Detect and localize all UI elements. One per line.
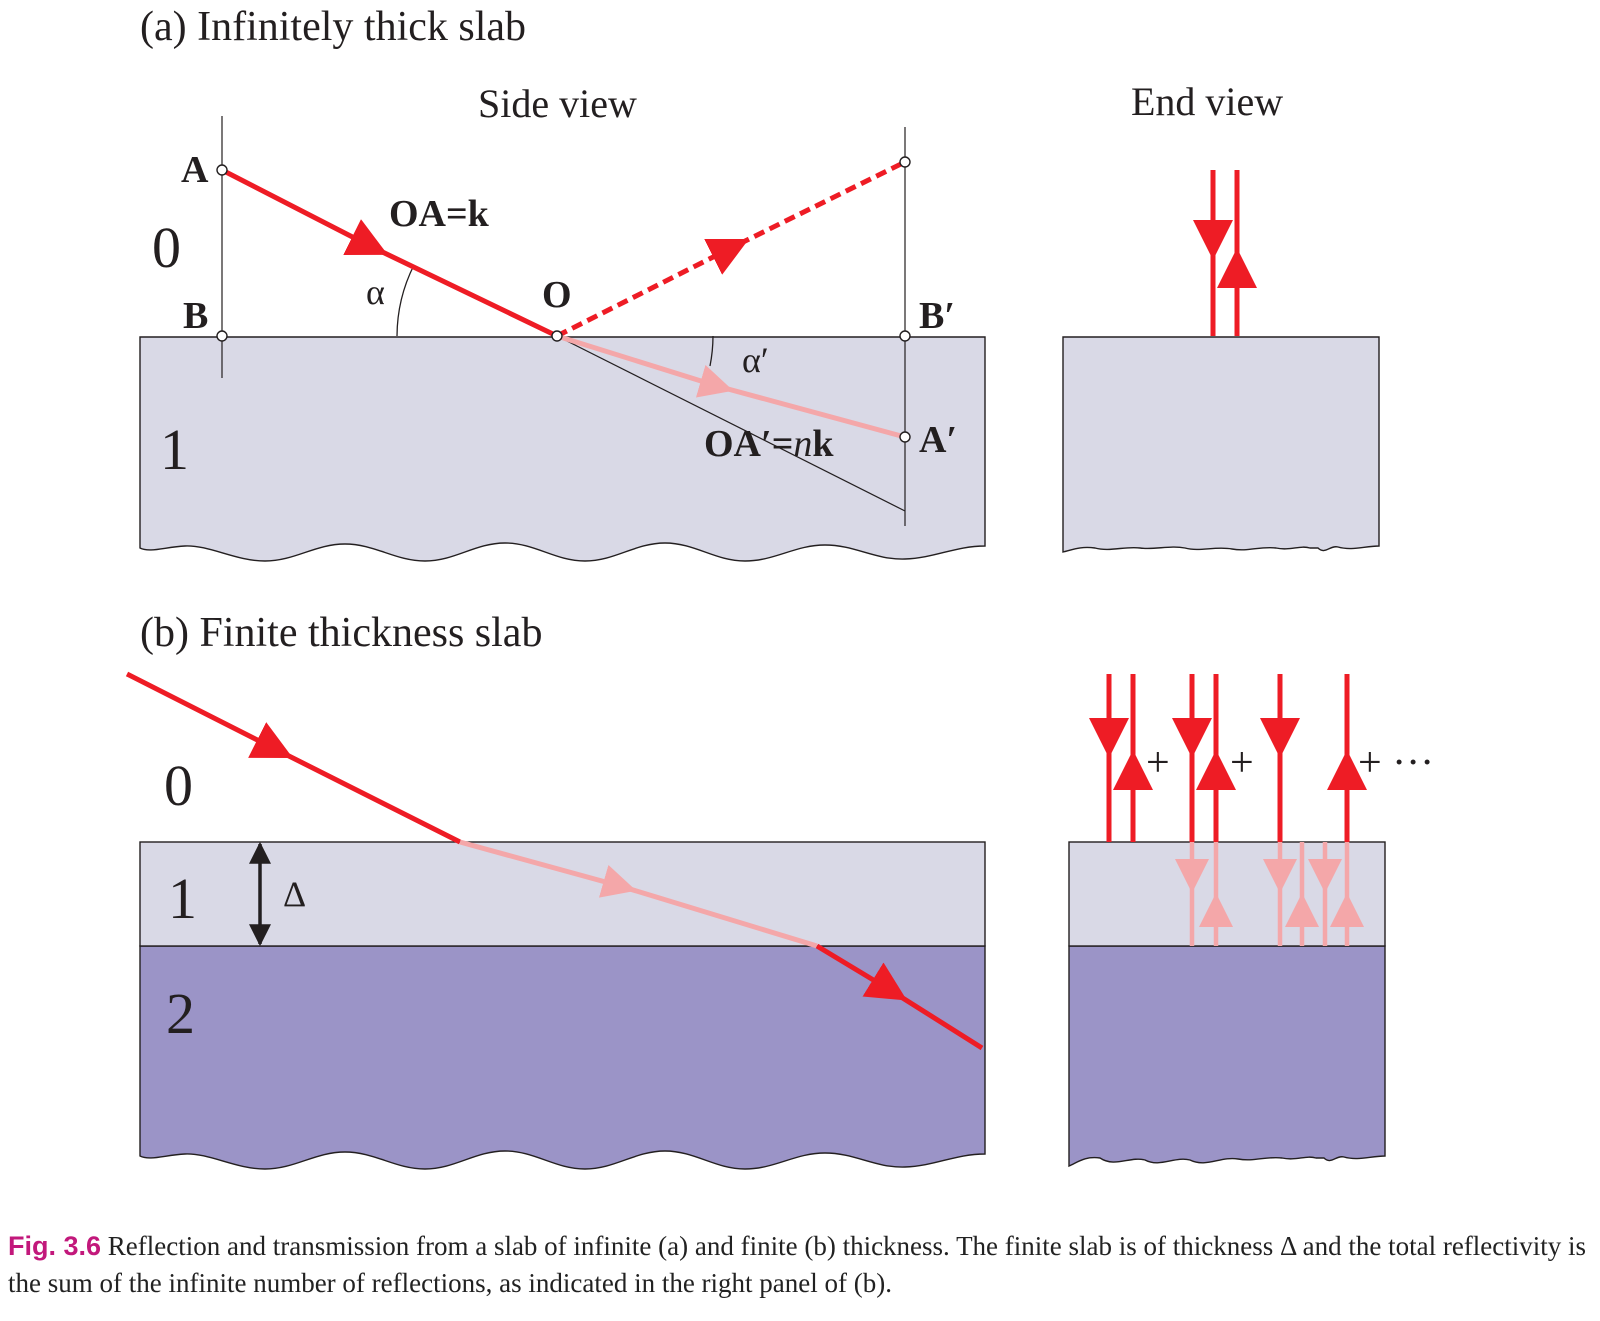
ray-in-layer-1 — [459, 839, 818, 949]
figure-caption: Fig. 3.6 Reflection and transmission fro… — [8, 1228, 1598, 1302]
label-medium-0-b: 0 — [164, 753, 193, 818]
label-B-prime: B′ — [919, 295, 955, 337]
slab-b-end-medium-1 — [1068, 841, 1386, 947]
label-OA-prime-nk: OA′=nk — [704, 423, 834, 465]
point-A-prime-marker — [899, 431, 911, 443]
reflected-end-marker — [899, 156, 911, 168]
label-medium-1-a: 1 — [160, 417, 189, 482]
label-B: B — [183, 295, 208, 337]
label-medium-1-b: 1 — [168, 866, 197, 931]
label-O: O — [542, 274, 572, 316]
figure-canvas: (a) Infinitely thick slab Side view End … — [125, 4, 1434, 1170]
figure-caption-text: Reflection and transmission from a slab … — [8, 1231, 1587, 1298]
slab-b-end-medium-2 — [1068, 945, 1386, 1168]
slab-b-medium-2 — [139, 945, 986, 1170]
label-medium-2-b: 2 — [166, 981, 195, 1046]
slab-a-side — [139, 336, 986, 562]
point-A-marker — [216, 164, 228, 176]
plus-sign-2: + — [1230, 740, 1254, 786]
label-medium-0-a: 0 — [152, 215, 181, 280]
slab-a-end — [1062, 336, 1380, 553]
incident-ray-a — [220, 167, 559, 339]
label-A: A — [181, 149, 209, 191]
point-B-prime-marker — [899, 330, 911, 342]
plus-sign-ellipsis: + ··· — [1358, 740, 1434, 786]
label-alpha-prime: α′ — [742, 340, 769, 380]
side-view-label: Side view — [478, 81, 637, 126]
label-OA-prime-prefix: OA′= — [704, 423, 793, 465]
incident-ray-b — [125, 671, 462, 845]
panel-b-title: (b) Finite thickness slab — [140, 610, 542, 656]
plus-sign-1: + — [1146, 740, 1170, 786]
slab-b-medium-1 — [139, 841, 986, 947]
construction-line — [556, 335, 906, 512]
label-k: k — [812, 423, 834, 465]
label-n: n — [793, 423, 812, 465]
label-OA-k: OA=k — [389, 193, 490, 235]
transmitted-ray-a — [556, 333, 906, 440]
label-A-prime: A′ — [919, 419, 957, 461]
label-alpha: α — [366, 272, 385, 312]
ray-in-medium-2 — [815, 943, 984, 1051]
figure-caption-label: Fig. 3.6 — [8, 1231, 102, 1261]
thickness-delta-label: Δ — [283, 874, 306, 914]
point-O-marker — [551, 330, 563, 342]
point-B-marker — [216, 330, 228, 342]
end-view-label: End view — [1131, 79, 1283, 124]
reflected-ray-a — [555, 159, 907, 339]
panel-a-title: (a) Infinitely thick slab — [140, 4, 526, 50]
alpha-arc — [396, 264, 415, 337]
